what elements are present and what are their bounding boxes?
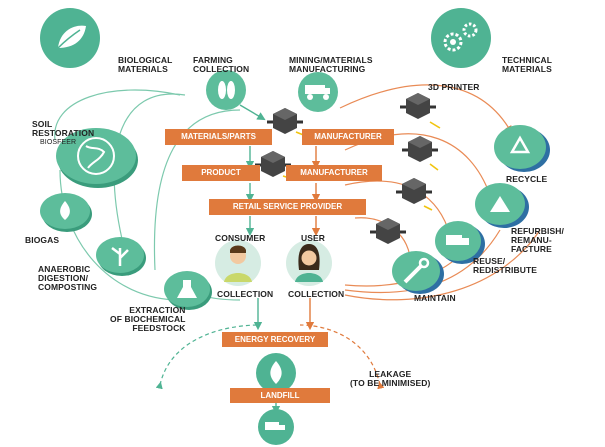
label-technical-materials: TECHNICAL MATERIALS xyxy=(502,55,553,74)
flask-icon xyxy=(164,271,212,310)
label-3d-printer: 3D PRINTER xyxy=(428,82,480,92)
box-materials-parts: MATERIALS/PARTS xyxy=(165,129,272,145)
gears-icon xyxy=(431,8,491,68)
label-anaerobic: ANAEROBIC DIGESTION/ COMPOSTING xyxy=(38,264,98,292)
wrench-icon xyxy=(392,251,444,294)
label-refurbish: REFURBISH/ REMANU- FACTURE xyxy=(511,226,564,254)
leaf-icon xyxy=(40,8,100,68)
label-reuse: REUSE/ REDISTRIBUTE xyxy=(473,256,538,275)
box-manufacturer-2: MANUFACTURER xyxy=(286,165,382,181)
user-avatar xyxy=(286,240,332,286)
label-farming-collection: FARMING COLLECTION xyxy=(193,55,250,74)
energy-flame-icon xyxy=(256,353,296,393)
label-soil-restoration: SOIL RESTORATION xyxy=(32,119,95,138)
label-leakage: LEAKAGE (TO BE MINIMISED) xyxy=(350,369,431,388)
box-retail: RETAIL SERVICE PROVIDER xyxy=(209,199,366,215)
plant-icon xyxy=(96,237,146,276)
landfill-truck-icon xyxy=(258,409,294,445)
flame-icon xyxy=(40,193,92,232)
label-collection-1: COLLECTION xyxy=(217,289,274,299)
refurbish-icon xyxy=(475,183,529,228)
label-maintain: MAINTAIN xyxy=(414,293,456,303)
label-mining: MINING/MATERIALS MANUFACTURING xyxy=(289,55,373,74)
recycle-icon xyxy=(494,125,550,172)
label-extraction: EXTRACTION OF BIOCHEMICAL FEEDSTOCK xyxy=(110,305,186,333)
mining-truck-icon xyxy=(298,72,338,112)
label-biological-materials: BIOLOGICAL MATERIALS xyxy=(118,55,173,74)
globe-icon xyxy=(56,128,138,188)
box-landfill: LANDFILL xyxy=(230,388,330,403)
wheat-icon xyxy=(206,70,246,110)
truck-icon xyxy=(435,221,485,264)
box-manufacturer-1: MANUFACTURER xyxy=(302,129,394,145)
cube-3d-icon xyxy=(255,93,438,244)
label-user: USER xyxy=(301,233,326,243)
label-biosfeer: BIOSFEER xyxy=(40,139,77,146)
label-recycle: RECYCLE xyxy=(506,174,548,184)
label-biogas: BIOGAS xyxy=(25,235,60,245)
label-consumer: CONSUMER xyxy=(215,233,266,243)
consumer-avatar xyxy=(215,240,261,286)
leakage-arcs xyxy=(155,324,385,390)
box-energy-recovery: ENERGY RECOVERY xyxy=(222,332,328,347)
label-collection-2: COLLECTION xyxy=(288,289,345,299)
box-product: PRODUCT xyxy=(182,165,260,181)
